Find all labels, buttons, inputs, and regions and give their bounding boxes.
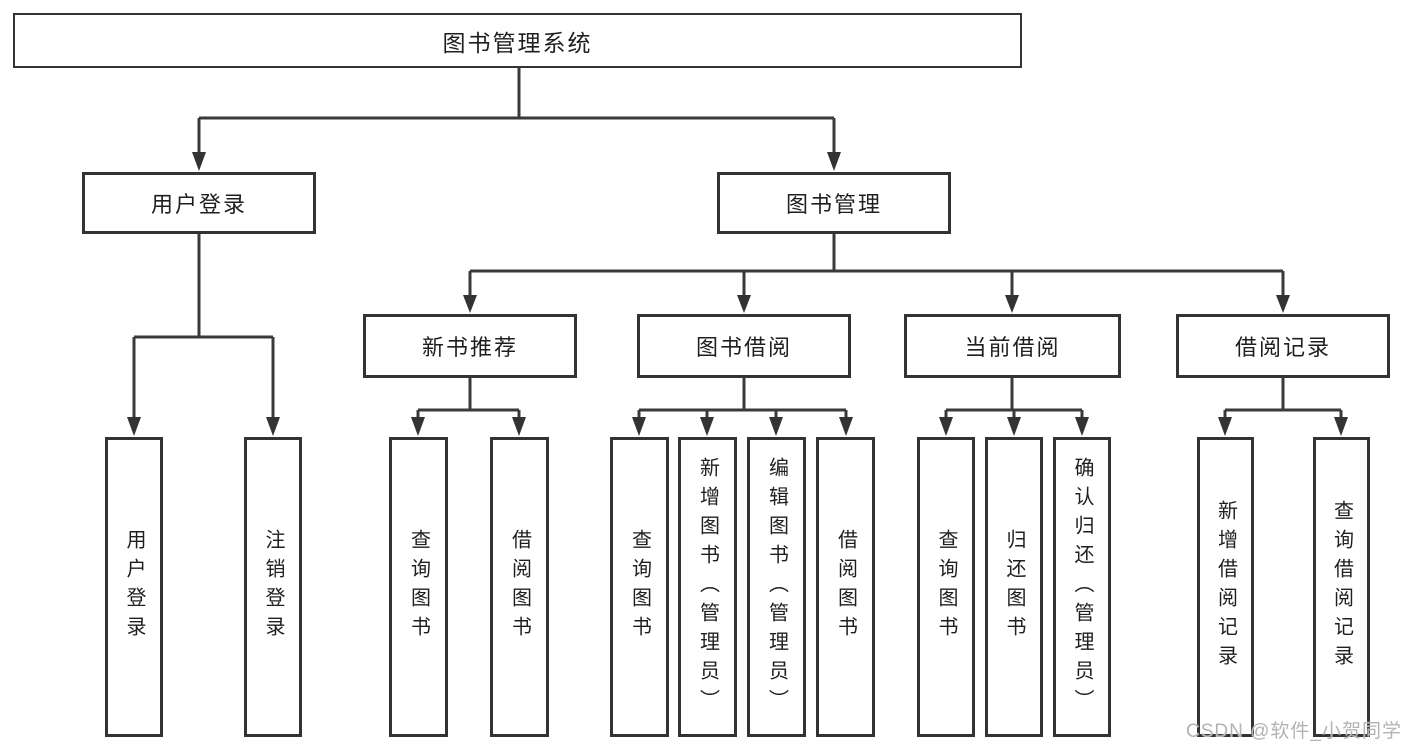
leaf-user-login: 用户登录 [105,437,163,737]
leaf-borrow-books: 借阅图书 [816,437,875,737]
leaf-edit-book-admin: 编辑图书（管理员） [747,437,806,737]
node-label: 图书借阅 [695,335,792,360]
arrow-down-icon [192,152,206,171]
arrow-down-icon [737,295,751,313]
arrow-down-icon [127,417,141,436]
node-label: 用户登录 [150,192,247,217]
leaf-label: 编辑图书（管理员） [765,456,788,718]
arrow-down-icon [827,152,841,171]
arrow-down-icon [463,295,477,313]
leaf-logout: 注销登录 [244,437,302,737]
arrow-down-icon [1007,417,1021,436]
arrow-down-icon [1218,417,1232,436]
leaf-query-books-recommend: 查询图书 [389,437,448,737]
leaf-label: 查询图书 [407,529,430,645]
node-label: 借阅记录 [1234,335,1331,360]
arrow-down-icon [1005,295,1019,313]
node-borrowing-records: 借阅记录 [1176,314,1390,378]
leaf-label: 查询借阅记录 [1330,500,1353,674]
node-label: 图书管理系统 [442,29,593,56]
leaf-query-borrow-record: 查询借阅记录 [1313,437,1370,737]
arrowheads [127,152,1348,436]
arrow-down-icon [769,417,783,436]
node-book-management: 图书管理 [717,172,951,234]
leaf-label: 新增图书（管理员） [696,456,719,718]
leaf-query-books-current: 查询图书 [917,437,975,737]
arrow-down-icon [700,417,714,436]
node-label: 新书推荐 [421,335,518,360]
leaf-label: 借阅图书 [508,529,531,645]
connector-paths [132,68,1343,419]
arrow-down-icon [839,417,853,436]
arrow-down-icon [1334,417,1348,436]
node-new-book-recommendation: 新书推荐 [363,314,577,378]
leaf-label: 查询图书 [628,529,651,645]
leaf-label: 用户登录 [123,529,145,645]
leaf-label: 注销登录 [262,529,284,645]
leaf-label: 新增借阅记录 [1214,500,1237,674]
watermark-text: CSDN @软件_小贺同学 [1186,721,1402,742]
leaf-return-book: 归还图书 [985,437,1043,737]
node-user-login: 用户登录 [82,172,316,234]
arrow-down-icon [1276,295,1290,313]
leaf-borrow-books-recommend: 借阅图书 [490,437,549,737]
node-library-management-system: 图书管理系统 [13,13,1022,68]
node-label: 图书管理 [785,192,882,217]
leaf-query-books-borrow: 查询图书 [610,437,669,737]
arrow-down-icon [411,417,425,436]
arrow-down-icon [266,417,280,436]
arrow-down-icon [939,417,953,436]
arrow-down-icon [512,417,526,436]
node-current-borrowing: 当前借阅 [904,314,1121,378]
leaf-label: 查询图书 [935,529,957,645]
leaf-confirm-return-admin: 确认归还（管理员） [1053,437,1111,737]
arrow-down-icon [1075,417,1089,436]
leaf-label: 借阅图书 [834,529,857,645]
node-book-borrowing: 图书借阅 [637,314,851,378]
node-label: 当前借阅 [964,335,1061,360]
arrow-down-icon [632,417,646,436]
leaf-label: 归还图书 [1003,529,1025,645]
leaf-label: 确认归还（管理员） [1071,456,1093,718]
leaf-add-book-admin: 新增图书（管理员） [678,437,737,737]
leaf-add-borrow-record: 新增借阅记录 [1197,437,1254,737]
